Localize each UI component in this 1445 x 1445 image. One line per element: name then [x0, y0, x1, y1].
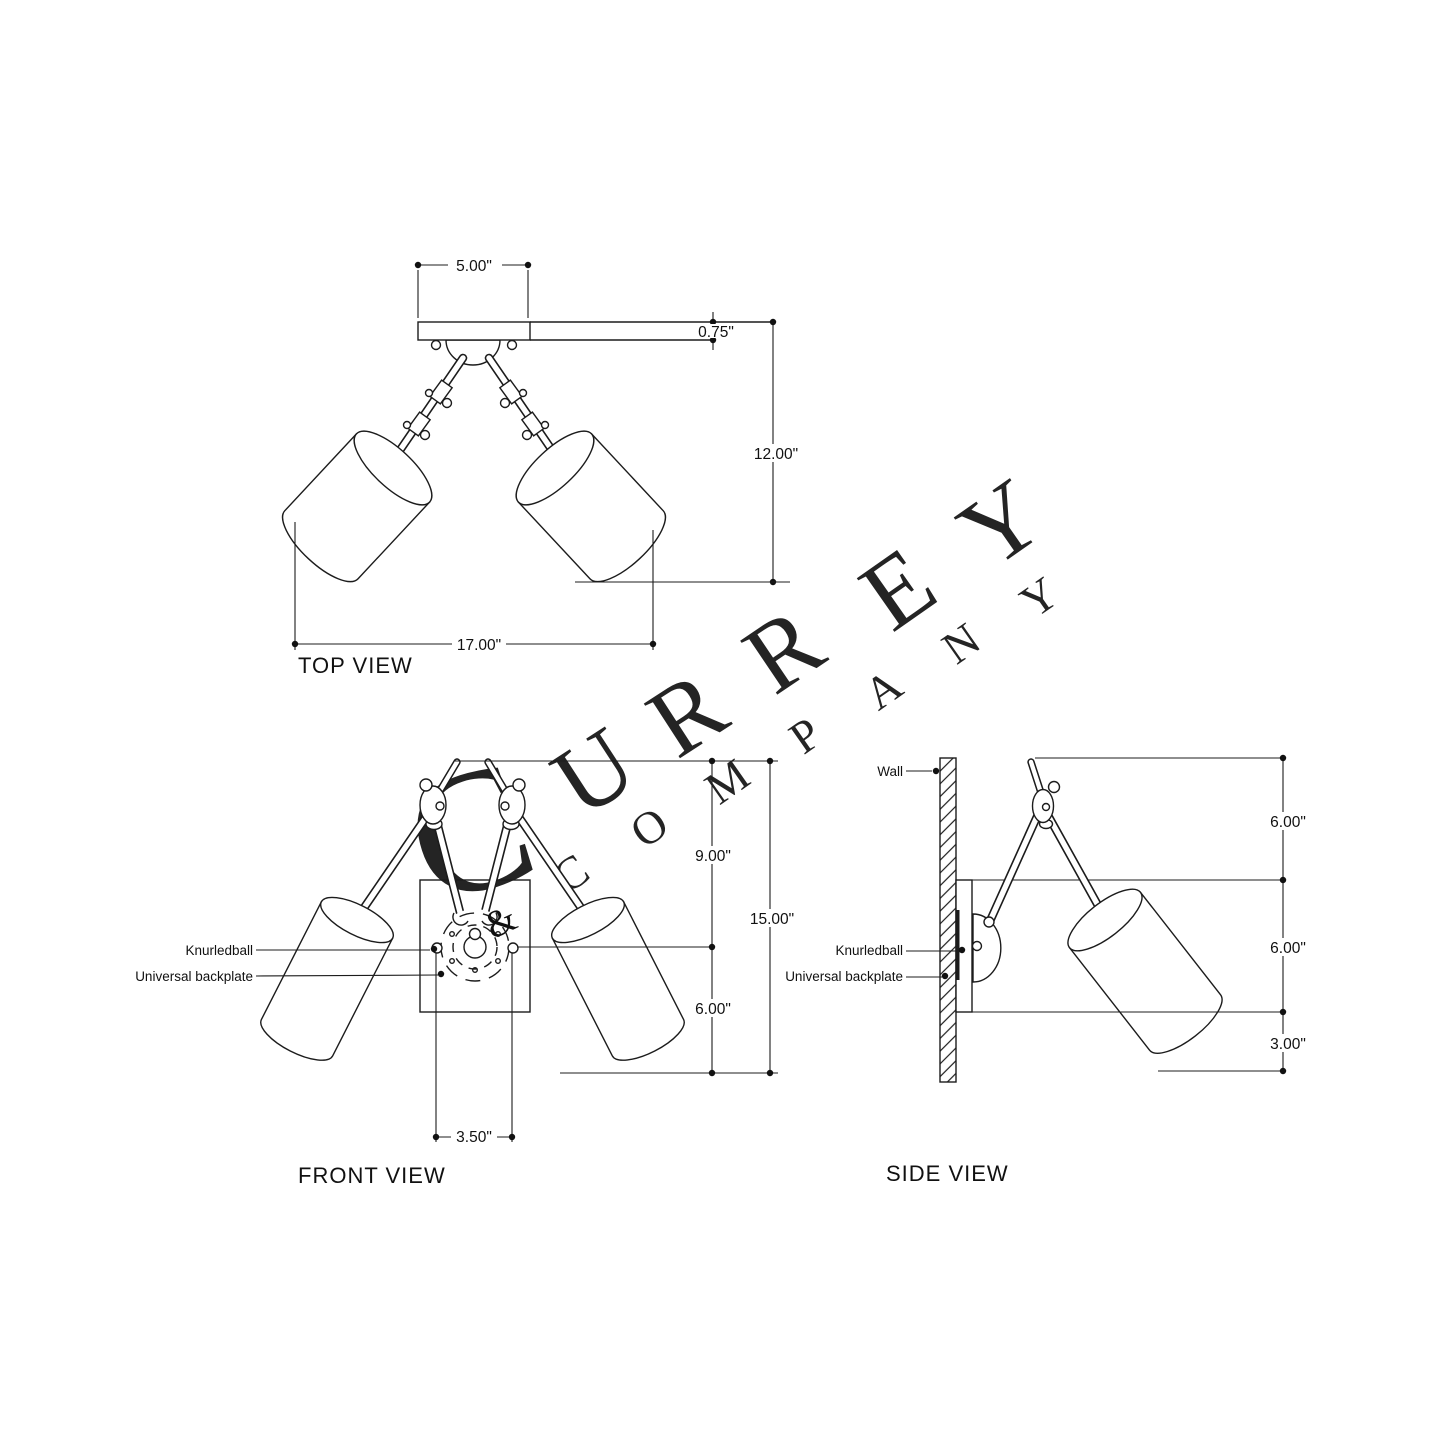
dim-front-overall: 15.00" [750, 911, 794, 928]
top-view-title: TOP VIEW [298, 653, 413, 678]
dim-front-lower: 6.00" [695, 1001, 731, 1018]
dim-side-upper: 6.00" [1270, 814, 1306, 831]
front-view-backplate [431, 909, 519, 985]
top-view-dimensions: 5.00" 0.75" 12.00" 17.00" [291, 256, 804, 654]
front-view-arm-right-to-shade [507, 802, 593, 923]
side-view: 6.00" 6.00" 3.00" Wall Knurledball Unive… [785, 754, 1316, 1186]
side-view-backplate-edge [956, 910, 960, 980]
dim-side-mid: 6.00" [1270, 940, 1306, 957]
front-view-dimensions: 9.00" 15.00" 6.00" 3.50" Knurledball Uni… [135, 757, 803, 1146]
dim-front-center: 3.50" [456, 1129, 492, 1146]
side-view-title: SIDE VIEW [886, 1161, 1009, 1186]
side-view-arm-to-shade [1040, 805, 1110, 923]
front-view-label-knurledball: Knurledball [185, 943, 253, 958]
dim-depth: 12.00" [754, 446, 798, 463]
side-view-knurledball [971, 940, 983, 952]
watermark-company-a: A [855, 659, 911, 720]
top-view-shade-left [271, 419, 444, 594]
side-view-wall [939, 757, 957, 1083]
watermark-letter-r2: R [725, 585, 843, 714]
side-view-arm-hook [983, 916, 995, 928]
side-view-dimensions: 6.00" 6.00" 3.00" Wall Knurledball Unive… [785, 754, 1316, 1075]
front-view-fixture: & [253, 762, 692, 1070]
dim-overall-width: 17.00" [457, 637, 501, 654]
dim-side-lower: 3.00" [1270, 1036, 1306, 1053]
top-view-arm-right [484, 353, 561, 461]
side-view-fixture [939, 757, 1232, 1083]
side-view-label-wall: Wall [877, 764, 903, 779]
side-view-shade [1058, 878, 1232, 1065]
front-view: & 9.00" 15.00" 6.00" 3.5 [135, 757, 803, 1188]
top-view-arm-left [391, 353, 468, 461]
top-view-mounting-plate [417, 321, 531, 341]
top-view-fixture [271, 321, 771, 594]
front-view-knurledball-right [507, 942, 519, 954]
side-view-arm-to-backplate [985, 805, 1045, 926]
side-view-knuckle [1027, 758, 1061, 830]
top-view: 5.00" 0.75" 12.00" 17.00" TOP VIEW [271, 256, 804, 678]
dim-plate-width: 5.00" [456, 258, 492, 275]
side-view-label-knurledball: Knurledball [835, 943, 903, 958]
watermark-letter-y: Y [939, 457, 1062, 589]
side-view-label-backplate: Universal backplate [785, 969, 903, 984]
watermark-company-p: P [780, 707, 830, 763]
top-view-screw-left [430, 339, 442, 351]
dim-front-upper: 9.00" [695, 848, 731, 865]
side-view-backplate-dome [972, 913, 1002, 983]
front-view-title: FRONT VIEW [298, 1163, 446, 1188]
watermark-currey-company: C U R R E Y C O M P A N Y [384, 457, 1067, 942]
front-view-outlet-box [419, 879, 531, 1013]
front-view-label-backplate: Universal backplate [135, 969, 253, 984]
top-view-shade-right [504, 419, 677, 594]
front-view-arm-left-to-shade [352, 802, 438, 923]
dim-plate-thickness: 0.75" [698, 324, 734, 341]
top-view-screw-right [506, 339, 518, 351]
front-view-shade-right [544, 887, 692, 1070]
front-view-shade-left [253, 887, 401, 1070]
